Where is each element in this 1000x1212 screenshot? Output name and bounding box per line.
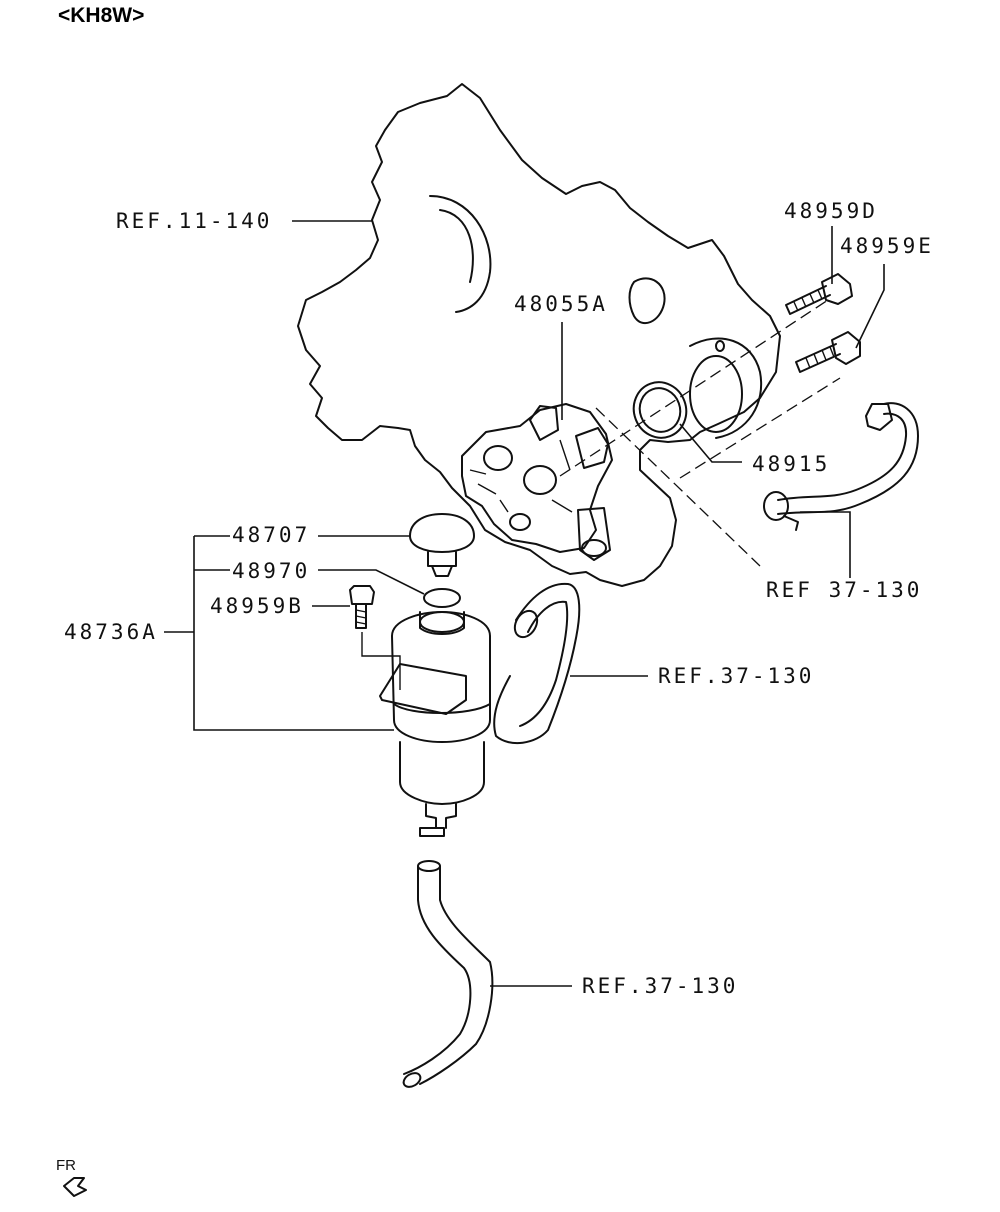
leader-48736a-bracket	[164, 535, 394, 731]
water-pump-port-left	[483, 445, 513, 471]
reservoir-outlet-pipe	[419, 827, 445, 837]
callout-48970[interactable]: 48970	[232, 559, 311, 583]
hose-middle-inner	[519, 600, 569, 727]
engine-cover-bolt-hole	[715, 340, 725, 352]
bolt-48959d-shank	[785, 285, 831, 315]
hose-middle	[493, 582, 581, 745]
callout-48736a[interactable]: 48736A	[64, 620, 158, 644]
callout-48959d[interactable]: 48959D	[784, 199, 878, 223]
gasket-48915-inner	[638, 387, 682, 433]
callout-48915[interactable]: 48915	[752, 452, 831, 476]
leader-48959e	[855, 264, 885, 349]
engine-cover-outline	[297, 83, 781, 587]
hose-lower	[403, 865, 494, 1085]
bolt-alignment-line	[559, 299, 829, 477]
engine-cover-arc-inner	[439, 209, 474, 283]
o-ring-48970	[423, 588, 461, 608]
reservoir-cap-stem	[427, 551, 457, 577]
hose-upper-right-fitting	[865, 403, 893, 431]
water-pump-fitting-top	[529, 405, 559, 441]
callout-ref-37-130-lower[interactable]: REF.37-130	[582, 974, 739, 998]
water-pump-detail	[469, 439, 573, 513]
bolt-48959b-head	[349, 585, 375, 605]
front-arrow-icon	[63, 1177, 87, 1197]
hose-lower-end-top	[417, 860, 441, 872]
water-pump-port-lower	[509, 513, 531, 531]
callout-48707[interactable]: 48707	[232, 523, 311, 547]
engine-cover-flange	[689, 337, 763, 439]
reservoir-outlet	[425, 803, 457, 829]
reservoir-neck	[419, 611, 465, 635]
variant-code: <KH8W>	[58, 4, 145, 27]
callout-ref-11-140[interactable]: REF.11-140	[116, 209, 273, 233]
callout-48959e[interactable]: 48959E	[840, 234, 934, 258]
reservoir-cap-48707	[409, 513, 475, 553]
leader-ref-37-130-a	[800, 511, 851, 578]
bolt-48959e-head	[831, 331, 861, 365]
water-pump-port-center	[523, 465, 557, 495]
callout-ref-37-130-upper[interactable]: REF 37-130	[766, 578, 923, 602]
reservoir-tank	[391, 611, 491, 743]
reservoir-band	[393, 703, 491, 714]
engine-cover-water-outlet	[689, 355, 743, 433]
hose-upper-right-clamp	[783, 515, 799, 531]
bolt-48959d-thread	[793, 289, 823, 312]
reservoir-bracket	[379, 663, 467, 715]
hose-middle-end	[513, 609, 539, 639]
bolt-48959e-thread	[805, 346, 835, 369]
hose-lower-end-bottom	[402, 1072, 422, 1088]
leader-48915	[679, 423, 742, 463]
reservoir-neck-top	[419, 611, 465, 633]
water-pump-fitting-right	[575, 427, 609, 469]
water-pump-outlet-end	[581, 539, 607, 557]
bolt-alignment-line-3	[679, 377, 841, 479]
callout-48055a[interactable]: 48055A	[514, 292, 608, 316]
callout-48959b[interactable]: 48959B	[210, 594, 304, 618]
bolt-48959b-guide	[361, 632, 401, 690]
bolt-48959d-head	[821, 273, 853, 305]
bolt-alignment-line-2	[595, 407, 761, 567]
leader-48970	[318, 569, 425, 595]
reservoir-lower	[399, 741, 485, 805]
callout-ref-37-130-middle[interactable]: REF.37-130	[658, 664, 815, 688]
bolt-48959b-thread	[355, 609, 367, 625]
engine-cover-port	[628, 277, 666, 325]
gasket-48915	[632, 381, 688, 439]
front-indicator-label: FR	[56, 1157, 76, 1174]
hose-upper-right-end	[763, 491, 789, 521]
water-pump-body	[461, 403, 613, 553]
engine-cover-arc	[429, 195, 492, 313]
